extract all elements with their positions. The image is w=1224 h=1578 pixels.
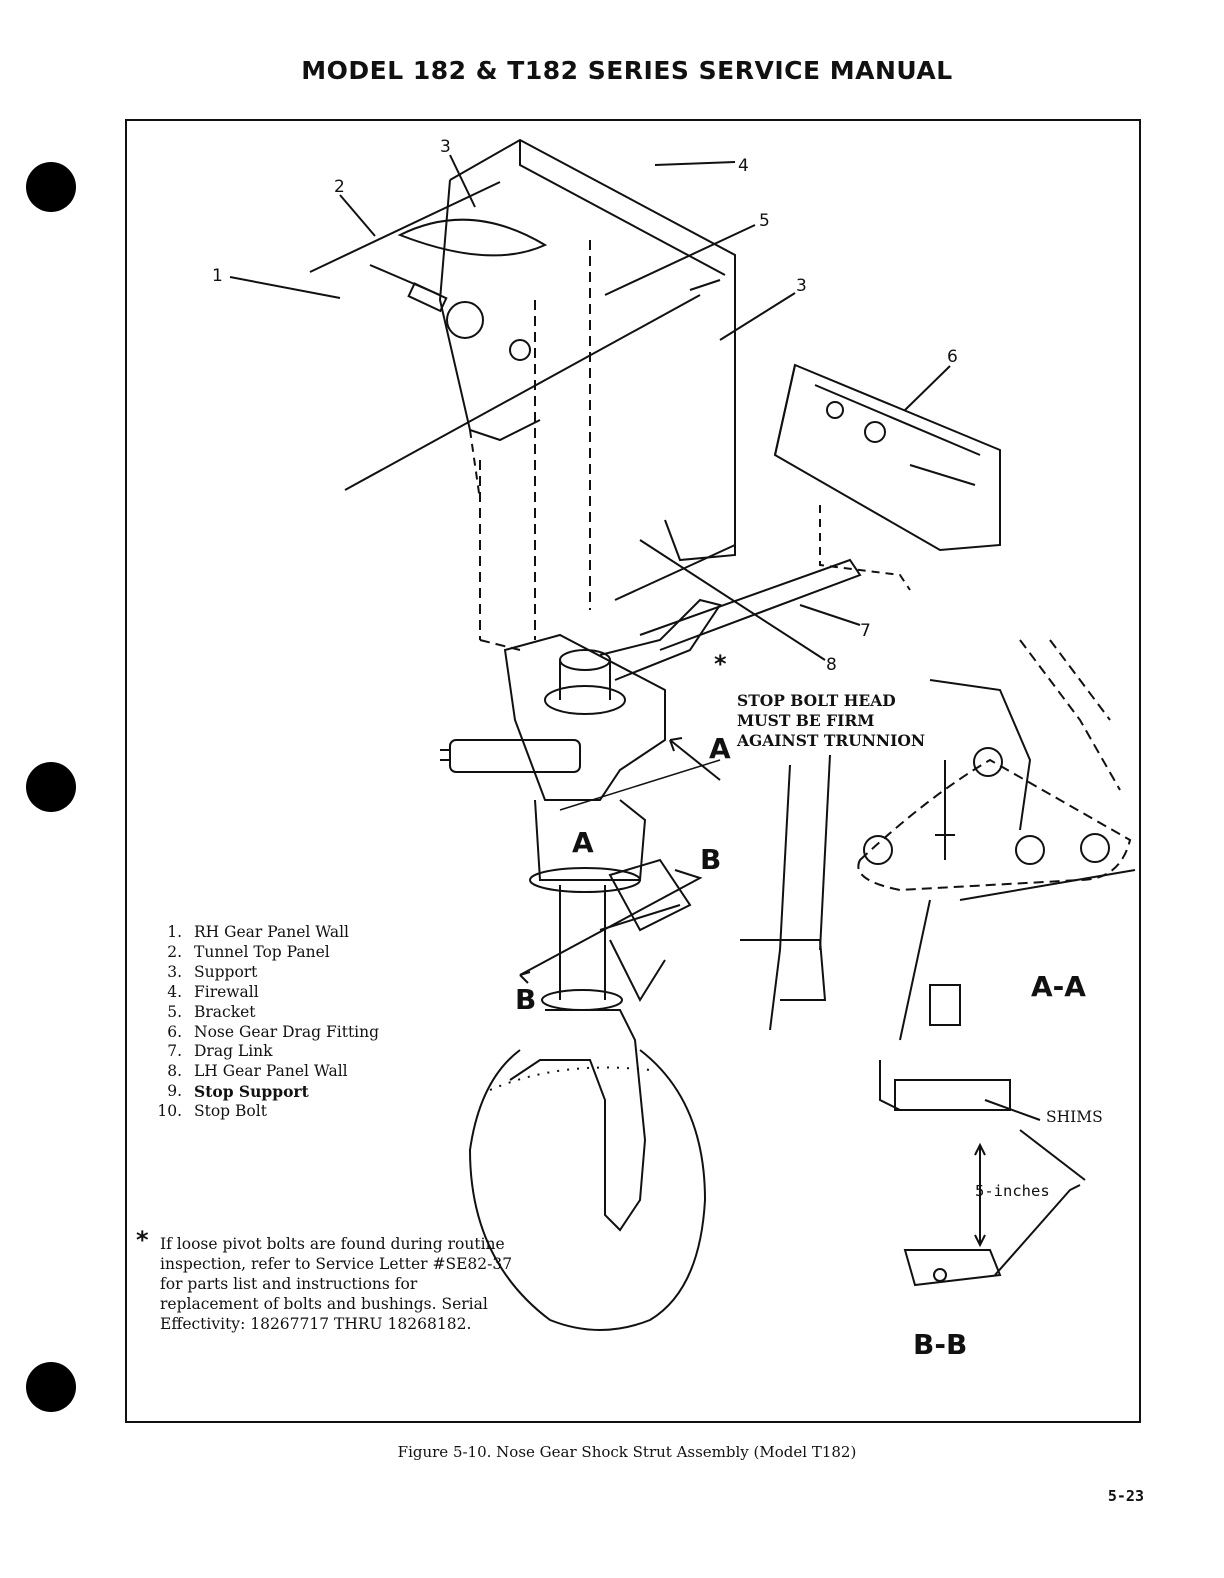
page-header: MODEL 182 & T182 SERIES SERVICE MANUAL	[301, 56, 953, 85]
parts-list-item: 2.Tunnel Top Panel	[167, 942, 330, 961]
parts-list-item: 1.RH Gear Panel Wall	[167, 923, 349, 941]
parts-list-item: 7.Drag Link	[167, 1042, 273, 1061]
stop-bolt-note-line-3: AGAINST TRUNNION	[737, 731, 926, 750]
section-mark-b-left: B	[515, 983, 537, 1016]
callout-5: 5	[759, 211, 770, 231]
section-mark-a-lower: A	[572, 826, 594, 859]
stop-bolt-note-line-2: MUST BE FIRM	[737, 711, 875, 730]
dimension-label: 5-inches	[975, 1182, 1050, 1200]
shims-label: SHIMS	[1046, 1108, 1103, 1126]
parts-list-item: 10.Stop Bolt	[157, 1102, 267, 1121]
callout-7: 7	[860, 621, 871, 641]
footnote-asterisk: *	[136, 1226, 149, 1254]
section-mark-a-upper: A	[709, 732, 731, 765]
binder-hole-bottom	[26, 1362, 76, 1412]
callout-8: 8	[826, 655, 837, 675]
parts-list: 1.RH Gear Panel Wall 2.Tunnel Top Panel …	[146, 923, 379, 1122]
parts-list-item: 6.Nose Gear Drag Fitting	[167, 1022, 380, 1041]
callout-6: 6	[947, 347, 958, 367]
callout-3-right: 3	[796, 276, 807, 296]
parts-list-item: 8.LH Gear Panel Wall	[167, 1062, 348, 1081]
binder-hole-top	[26, 162, 76, 212]
section-title-a-a: A-A	[1031, 970, 1086, 1003]
footnote-text: If loose pivot bolts are found during ro…	[160, 1235, 513, 1333]
binder-hole-middle	[26, 762, 76, 812]
figure-caption: Figure 5-10. Nose Gear Shock Strut Assem…	[397, 1443, 857, 1461]
footnote: * If loose pivot bolts are found during …	[136, 1228, 516, 1334]
parts-list-item: 9.Stop Support	[167, 1082, 309, 1102]
callout-1: 1	[212, 266, 223, 286]
parts-list-item: 4.Firewall	[167, 982, 259, 1001]
page-number: 5-23	[1107, 1487, 1144, 1505]
stop-bolt-note-line-1: STOP BOLT HEAD	[737, 691, 896, 710]
figure-frame	[125, 119, 1141, 1423]
parts-list-item: 3.Support	[167, 962, 258, 981]
callout-3-top: 3	[440, 137, 451, 157]
parts-list-item: 5.Bracket	[167, 1002, 256, 1021]
section-mark-b-right: B	[700, 843, 722, 876]
section-title-b-b: B-B	[913, 1328, 968, 1361]
callout-2: 2	[334, 177, 345, 197]
asterisk-callout: *	[714, 650, 727, 678]
callout-4: 4	[738, 156, 749, 176]
